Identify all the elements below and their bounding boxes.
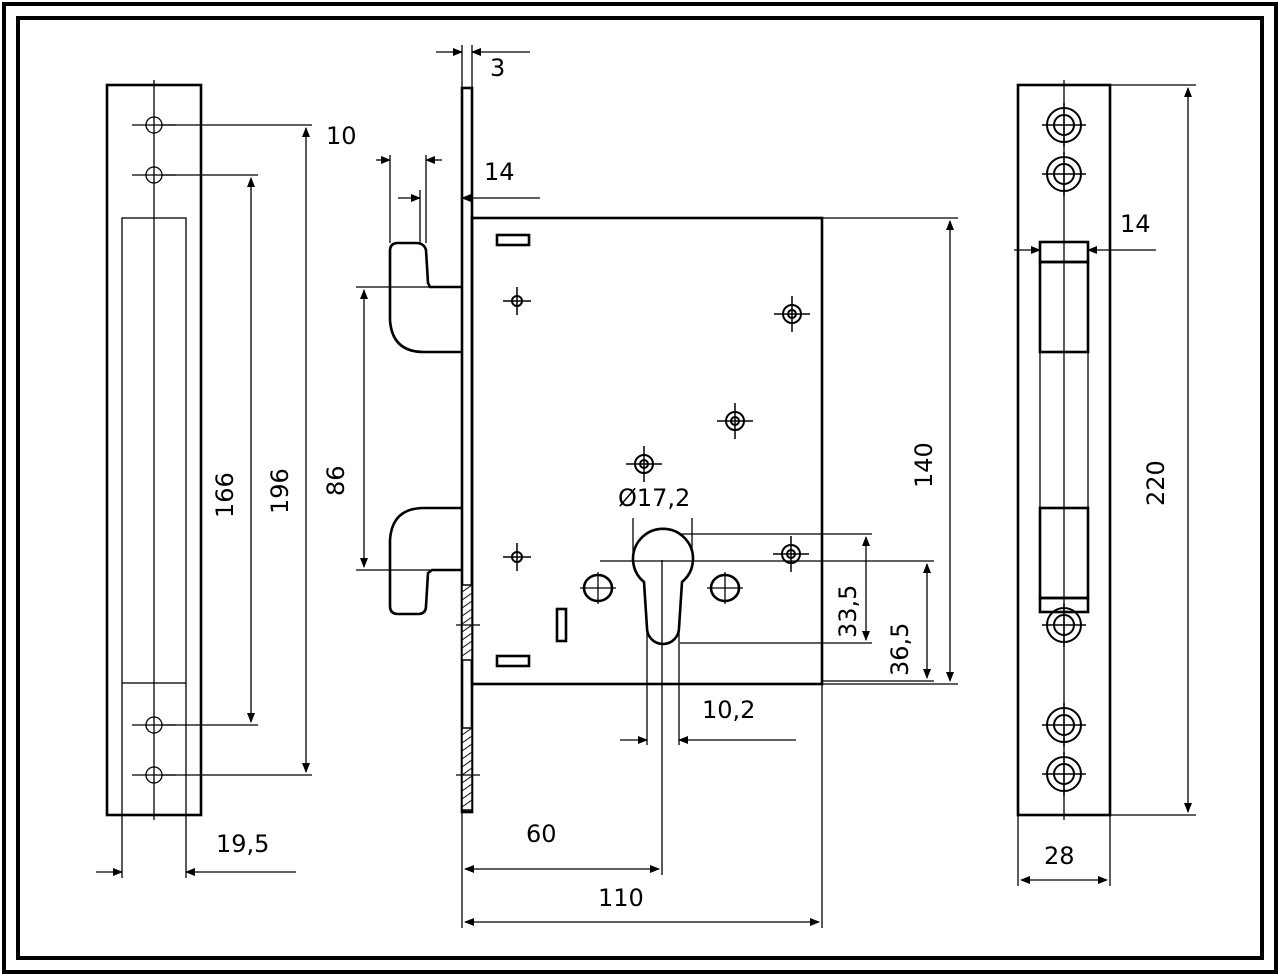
dim-28-label: 28: [1044, 842, 1075, 870]
lock-body: [388, 86, 824, 814]
dim-cylinder-diameter: Ø17,2: [618, 484, 693, 552]
dim-36-5-label: 36,5: [886, 623, 914, 676]
dim-case-depth: 110: [464, 684, 823, 928]
faceplate-screw-icon: [1042, 603, 1086, 647]
dim-3-label: 3: [490, 54, 505, 82]
case-slot: [495, 233, 531, 247]
case-screw-hole-icon: [772, 535, 810, 573]
dim-bolt-spacing: 86: [322, 286, 430, 571]
dim-140-label: 140: [910, 442, 938, 488]
dim-faceplate-width: 28: [1017, 815, 1111, 886]
cylinder-cutout: [631, 527, 695, 646]
case-pin-icon: [502, 542, 532, 572]
dim-backset: 60: [461, 560, 663, 928]
dim-166-label: 166: [211, 472, 239, 518]
dim-cylinder-slot: 10,2: [620, 628, 796, 745]
case-slot: [555, 607, 568, 643]
dim-14-label: 14: [484, 158, 515, 186]
upper-bolt: [388, 241, 462, 354]
case-screw-hole-icon: [773, 295, 811, 333]
case-screw-hole-icon: [625, 445, 663, 483]
dim-14-latch-label: 14: [1120, 210, 1151, 238]
dim-case-height: 140: [822, 217, 958, 685]
dim-86-label: 86: [322, 465, 350, 496]
dim-cylinder-upper: 33,5: [680, 533, 872, 644]
dim-10-label: 10: [326, 122, 357, 150]
dim-cylinder-lower: 36,5: [600, 560, 934, 682]
faceplate-screw-icon: [1042, 703, 1086, 747]
faceplate-front: [1016, 80, 1112, 820]
dim-striker-inner: 166: [162, 174, 258, 726]
dim-60-label: 60: [526, 820, 557, 848]
fixing-hole-icon: [707, 572, 743, 604]
dim-110-label: 110: [598, 884, 644, 912]
dim-bolt-width: 10: [326, 122, 442, 243]
faceplate-screw-icon: [1042, 752, 1086, 796]
fixing-hole-icon: [580, 572, 616, 604]
dim-33-5-label: 33,5: [834, 585, 862, 638]
striker-plate: [105, 80, 203, 820]
dim-striker-width: 19,5: [96, 815, 296, 878]
dim-19-5-label: 19,5: [216, 830, 269, 858]
dim-10-2-label: 10,2: [702, 696, 755, 724]
dim-196-label: 196: [266, 468, 294, 514]
dim-220-label: 220: [1142, 460, 1170, 506]
dim-faceplate-height: 220: [1110, 84, 1196, 816]
dim-faceplate-latch: 14: [1014, 210, 1156, 254]
case-pin-icon: [502, 286, 532, 316]
dim-striker-outer: 196: [162, 124, 312, 776]
case-screw-hole-icon: [716, 402, 754, 440]
faceplate-hatch: [456, 584, 480, 811]
case-slot: [495, 654, 531, 668]
faceplate-screw-icon: [1042, 103, 1086, 147]
faceplate-screw-icon: [1042, 152, 1086, 196]
dim-diameter-label: Ø17,2: [618, 484, 690, 512]
dim-bolt-throw: 14: [398, 158, 540, 243]
dim-plate-offset: 3: [436, 45, 530, 88]
lower-bolt: [388, 506, 462, 616]
